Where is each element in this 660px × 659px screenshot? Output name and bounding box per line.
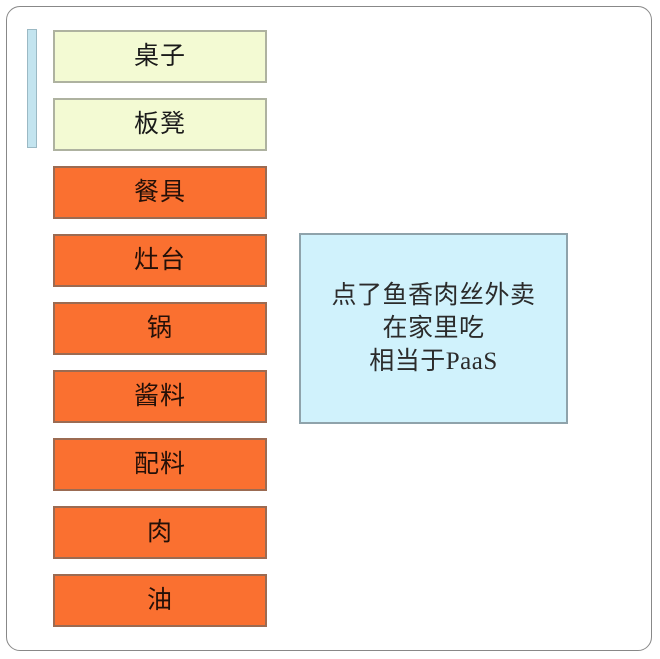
layer-box-label: 桌子 bbox=[133, 43, 186, 70]
layer-stack: 桌子 板凳 餐具 灶台 锅 酱料 配料 肉 油 bbox=[53, 30, 267, 627]
layer-box-label: 配料 bbox=[133, 451, 186, 478]
layer-box-label: 餐具 bbox=[133, 179, 186, 206]
layer-box-label: 灶台 bbox=[133, 247, 186, 274]
layer-box-6[interactable]: 酱料 bbox=[53, 370, 267, 423]
layer-box-9[interactable]: 油 bbox=[53, 574, 267, 627]
callout-box[interactable]: 点了鱼香肉丝外卖 在家里吃 相当于PaaS bbox=[299, 233, 568, 424]
layer-box-2[interactable]: 板凳 bbox=[53, 98, 267, 151]
layer-box-label: 板凳 bbox=[133, 111, 186, 138]
layer-box-3[interactable]: 餐具 bbox=[53, 166, 267, 219]
layer-box-8[interactable]: 肉 bbox=[53, 506, 267, 559]
layer-box-label: 肉 bbox=[146, 519, 173, 546]
layer-box-7[interactable]: 配料 bbox=[53, 438, 267, 491]
layer-box-label: 酱料 bbox=[133, 383, 186, 410]
callout-line-1: 点了鱼香肉丝外卖 bbox=[331, 281, 536, 309]
left-vertical-indicator bbox=[27, 29, 37, 148]
callout-line-3: 相当于PaaS bbox=[369, 348, 498, 376]
layer-box-5[interactable]: 锅 bbox=[53, 302, 267, 355]
layer-box-1[interactable]: 桌子 bbox=[53, 30, 267, 83]
layer-box-label: 油 bbox=[146, 587, 173, 614]
callout-line-2: 在家里吃 bbox=[382, 314, 485, 342]
layer-box-label: 锅 bbox=[146, 315, 173, 342]
layer-box-4[interactable]: 灶台 bbox=[53, 234, 267, 287]
